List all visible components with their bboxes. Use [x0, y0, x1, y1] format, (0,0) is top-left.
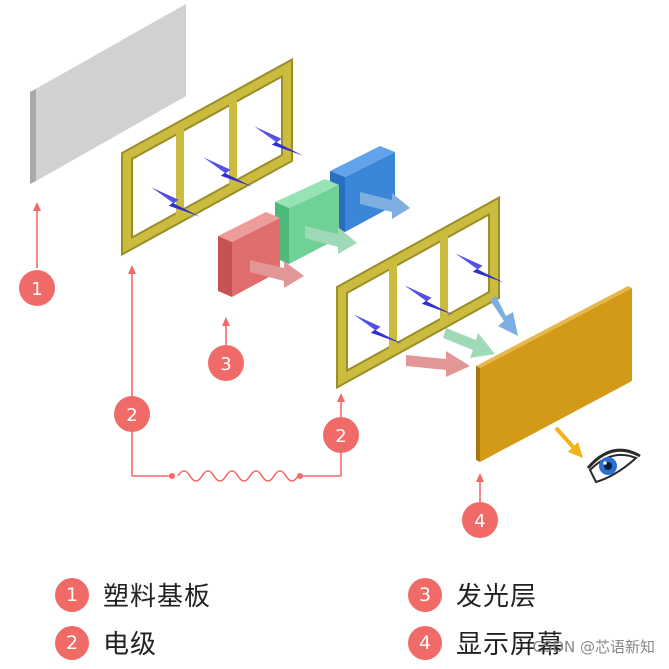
callout-4: 4	[462, 502, 498, 538]
legend-label: 发光层	[456, 582, 538, 612]
legend-number: 2	[55, 625, 89, 660]
green-light-arrow	[443, 328, 495, 358]
callout-3: 3	[208, 345, 244, 381]
electrode-frame-back	[121, 57, 303, 257]
red-emitter	[218, 212, 304, 297]
legend-label: 显示屏幕	[456, 630, 565, 660]
emissive-layer	[218, 146, 410, 297]
watermark: CSDN @芯语新知	[532, 638, 655, 656]
legend-label: 电级	[103, 630, 158, 660]
electricity-bolt-icon	[255, 126, 303, 156]
legend-number: 1	[55, 577, 89, 612]
blue-light-arrow	[490, 296, 518, 336]
red-light-arrow	[406, 351, 470, 377]
legend-item-emissive: 3 发光层	[408, 576, 537, 613]
svg-text:2: 2	[335, 426, 346, 447]
light-arrows	[406, 296, 518, 377]
electrode-frame-front	[336, 195, 504, 390]
display-screen	[476, 286, 632, 462]
callout-2-right: 2	[323, 417, 359, 453]
plastic-substrate	[30, 4, 186, 184]
legend-number: 4	[408, 625, 442, 660]
svg-text:1: 1	[31, 279, 42, 300]
legend-item-substrate: 1 塑料基板	[55, 576, 211, 613]
legend-item-electrode: 2 电级	[55, 624, 157, 661]
blue-emitter	[330, 146, 410, 232]
svg-text:3: 3	[220, 354, 231, 375]
legend-number: 3	[408, 577, 442, 612]
svg-text:4: 4	[474, 511, 485, 532]
callout-2-left: 2	[114, 396, 150, 432]
legend-item-screen: 4 显示屏幕	[408, 624, 564, 661]
callout-1: 1	[19, 270, 55, 306]
eye-icon	[586, 448, 641, 484]
svg-text:2: 2	[126, 405, 137, 426]
view-arrow	[554, 426, 583, 458]
callout-lines	[33, 202, 484, 502]
legend-label: 塑料基板	[103, 582, 212, 612]
